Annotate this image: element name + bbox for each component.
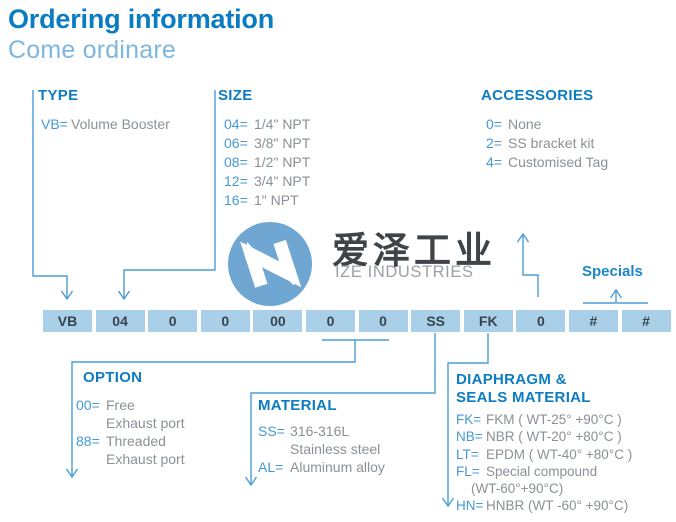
option-heading: OPTION [83, 369, 143, 386]
order-code-row: VB 04 0 0 00 0 0 SS FK 0 # # [43, 310, 671, 332]
material-item: AL=Aluminum alloy [258, 459, 385, 475]
size-item: 04=1/4" NPT [224, 116, 311, 132]
box-to-accessories-arrow [516, 232, 539, 297]
accessories-item: 2=SS bracket kit [486, 135, 595, 151]
section-diaphragm-seals: DIAPHRAGM & SEALS MATERIAL FK=FKM ( WT-2… [456, 371, 632, 515]
diaphragm-item: HN=HNBR (WT -60° +90°C) [456, 498, 629, 514]
section-option: OPTION 00=Free Exhaust port 88=Threaded … [76, 369, 185, 468]
code-box-type: VB [43, 310, 92, 332]
section-type: TYPE VB=Volume Booster [38, 87, 170, 134]
material-heading: MATERIAL [258, 397, 337, 414]
section-accessories: ACCESSORIES 0=None 2=SS bracket kit 4=Cu… [481, 87, 608, 172]
option-item: 00=Free [76, 397, 135, 413]
material-item-continuation: Stainless steel [290, 441, 381, 457]
option-item: 88=Threaded [76, 433, 166, 449]
code-box-option-1: 0 [305, 310, 355, 332]
diaphragm-heading-line2: SEALS MATERIAL [456, 388, 591, 406]
size-item: 16=1" NPT [224, 192, 299, 208]
type-heading: TYPE [38, 87, 79, 104]
accessories-item: 0=None [486, 116, 542, 132]
diaphragm-heading-line1: DIAPHRAGM & [456, 371, 567, 388]
accessories-heading: ACCESSORIES [481, 87, 594, 104]
code-box-size: 04 [95, 310, 145, 332]
size-item: 08=1/2" NPT [224, 154, 311, 170]
ize-logo-icon [225, 218, 315, 315]
code-box-material: SS [411, 310, 461, 332]
code-box: 0 [148, 310, 198, 332]
type-item: VB=Volume Booster [41, 116, 170, 132]
diaphragm-item: FK=FKM ( WT-25° +90°C ) [456, 412, 622, 427]
size-item: 06=3/8" NPT [224, 135, 311, 151]
code-box-accessories: 0 [516, 310, 566, 332]
code-box-option-2: 0 [358, 310, 408, 332]
diaphragm-item: LT=EPDM ( WT-40° +80°C ) [456, 446, 633, 462]
size-heading: SIZE [218, 87, 253, 104]
code-box: 0 [200, 310, 250, 332]
watermark-cjk-text: 爱泽工业 [332, 230, 496, 271]
watermark-latin-text: IZE INDUSTRIES [335, 263, 474, 281]
accessories-item: 4=Customised Tag [486, 154, 609, 170]
option-item-continuation: Exhaust port [106, 451, 185, 467]
page-title: Ordering information [8, 4, 275, 34]
code-box-diaphragm: FK [463, 310, 513, 332]
code-box-special-2: # [621, 310, 671, 332]
diaphragm-item: NB=NBR ( WT-20° +80°C ) [456, 429, 622, 445]
diaphragm-item: FL=Special compound [456, 463, 598, 479]
section-size: SIZE 04=1/4" NPT 06=3/8" NPT 08=1/2" NPT… [218, 87, 310, 210]
specials-label: Specials [582, 263, 643, 280]
size-item: 12=3/4" NPT [224, 173, 311, 189]
material-item: SS=316-316L [258, 423, 350, 439]
section-material: MATERIAL SS=316-316L Stainless steel AL=… [258, 397, 385, 476]
option-item-continuation: Exhaust port [106, 415, 185, 431]
code-box-special-1: # [568, 310, 618, 332]
code-box: 00 [253, 310, 303, 332]
diaphragm-item-continuation: (WT-60°+90°C) [471, 481, 564, 497]
page-subtitle: Come ordinare [8, 36, 176, 64]
